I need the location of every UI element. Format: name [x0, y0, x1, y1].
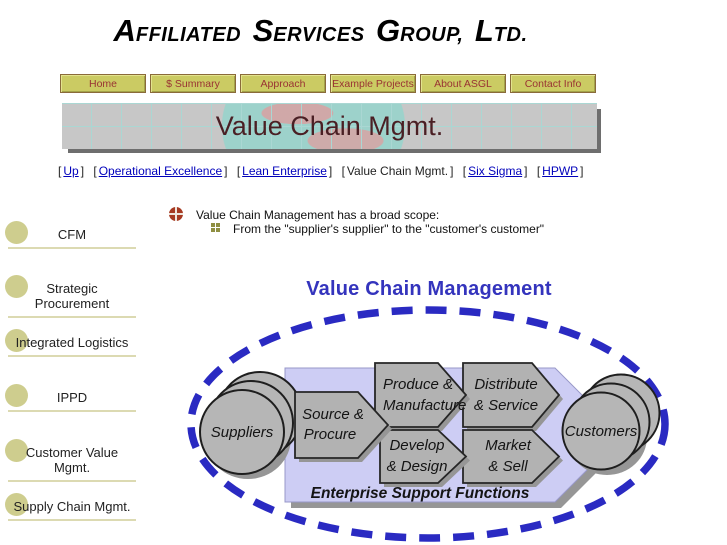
bullet-circle-icon: [5, 221, 28, 244]
bracket: ]: [328, 164, 333, 178]
breadcrumb-link-lean-enterprise[interactable]: Lean Enterprise: [242, 164, 327, 178]
sidebar-item-label: CFM: [57, 227, 87, 242]
breadcrumb-item: [Up]: [56, 164, 86, 178]
arrow-distribute-service: [462, 362, 563, 431]
sidebar-item-label: Customer Value Mgmt.: [25, 445, 119, 475]
sidebar-item-cfm[interactable]: CFM: [5, 221, 136, 249]
bracket: ]: [524, 164, 528, 178]
bracket: [: [462, 164, 467, 178]
bracket: [: [236, 164, 241, 178]
bracket: ]: [224, 164, 228, 178]
bracket: ]: [580, 164, 584, 178]
sidebar-item-label: IPPD: [56, 390, 88, 405]
logo-cap: L: [474, 13, 494, 48]
arrow-market-sell: [462, 429, 563, 487]
diagram-title: Value Chain Management: [306, 278, 552, 300]
breadcrumb-item: [Six Sigma]: [461, 164, 530, 178]
sidebar-item-integrated-logistics[interactable]: Integrated Logistics: [5, 329, 136, 357]
arrow-develop-design: [379, 429, 470, 487]
bullet-circle-icon: [5, 329, 28, 352]
sidebar-item-label: Integrated Logistics: [15, 335, 129, 350]
source-procure-label-2: Procure: [304, 426, 357, 443]
bracket: [: [93, 164, 97, 178]
breadcrumb-link-six-sigma[interactable]: Six Sigma: [468, 164, 523, 178]
market-sell-label-1: Market: [485, 437, 532, 454]
intro-text: Value Chain Management has a broad scope…: [196, 208, 440, 222]
produce-manufacture-label-1: Produce &: [383, 376, 453, 393]
logo-rest: TD.: [493, 24, 528, 46]
sidebar-item-label: Supply Chain Mgmt.: [13, 499, 131, 514]
breadcrumb-link-up[interactable]: Up: [63, 164, 79, 178]
breadcrumb-item: [HPWP]: [535, 164, 586, 178]
bracket: ]: [450, 164, 454, 178]
logo-rest: ROUP,: [400, 24, 464, 46]
breadcrumb-item: [Lean Enterprise]: [235, 164, 334, 178]
nav-button-about-asgl[interactable]: About ASGL: [420, 74, 506, 93]
logo-cap: G: [376, 13, 401, 48]
breadcrumb-current-page: Value Chain Mgmt.: [346, 164, 449, 178]
scope-dashed-ellipse: [187, 306, 669, 542]
nav-button-summary[interactable]: $ Summary: [150, 74, 236, 93]
develop-design-label-1: Develop: [389, 437, 444, 454]
bracket: [: [58, 164, 62, 178]
page-banner: Value Chain Mgmt.: [62, 103, 597, 149]
logo-word: LTD.: [475, 13, 528, 48]
page-title: Value Chain Mgmt.: [215, 111, 444, 141]
logo-word: AFFILIATED: [113, 13, 241, 48]
bullet-circle-icon: [5, 493, 28, 516]
distribute-service-label-2: & Service: [474, 397, 538, 414]
distribute-service-label-1: Distribute: [474, 376, 537, 393]
nav-button-home[interactable]: Home: [60, 74, 146, 93]
logo-word: SERVICES: [253, 13, 365, 48]
logo-rest: FFILIATED: [135, 24, 242, 46]
produce-manufacture-label-2: Manufacture: [383, 397, 466, 414]
market-sell-label-2: & Sell: [488, 458, 528, 475]
suppliers-label: Suppliers: [211, 424, 274, 441]
arrow-source-procure: [294, 391, 392, 462]
bullet-circle-icon: [5, 439, 28, 462]
sidebar-item-customer-value-mgmt[interactable]: Customer Value Mgmt.: [5, 439, 136, 482]
logo-word: GROUP,: [376, 13, 463, 48]
top-navigation: Home $ Summary Approach Example Projects…: [60, 74, 596, 93]
breadcrumb-link-operational-excellence[interactable]: Operational Excellence: [98, 164, 223, 178]
sidebar-item-strategic-procurement[interactable]: Strategic Procurement: [5, 275, 136, 318]
logo-cap: S: [252, 13, 274, 48]
sidebar-item-supply-chain-mgmt[interactable]: Supply Chain Mgmt.: [5, 493, 136, 521]
sub-bullet-text: From the "supplier's supplier" to the "c…: [233, 222, 545, 236]
nav-button-contact-info[interactable]: Contact Info: [510, 74, 596, 93]
customers-label: Customers: [565, 423, 638, 440]
source-procure-label-1: Source &: [302, 406, 364, 423]
bullet-circle-icon: [5, 384, 28, 407]
customers-cylinder: [561, 373, 661, 475]
nav-button-example-projects[interactable]: Example Projects: [330, 74, 416, 93]
bracket: [: [341, 164, 345, 178]
value-chain-diagram: Suppliers Customers Source & Procure Pro…: [187, 306, 669, 542]
breadcrumb-item: [Operational Excellence]: [91, 164, 229, 178]
sidebar-item-ippd[interactable]: IPPD: [5, 384, 136, 412]
company-logo: AFFILIATED SERVICES GROUP, LTD.: [0, 13, 648, 49]
arrow-produce-manufacture: [374, 362, 470, 431]
bracket: [: [536, 164, 541, 178]
bracket: ]: [80, 164, 85, 178]
logo-cap: A: [113, 13, 136, 48]
breadcrumb: [Up] [Operational Excellence] [Lean Ente…: [56, 164, 588, 178]
grid-bullet-icon: [211, 223, 215, 227]
suppliers-cylinder: [199, 371, 303, 479]
logo-rest: ERVICES: [273, 24, 365, 46]
enterprise-support-functions-label: Enterprise Support Functions: [311, 485, 530, 502]
bullet-circle-icon: [5, 275, 28, 298]
sidebar-item-label: Strategic Procurement: [34, 281, 110, 311]
globe-bullet-icon: [169, 207, 183, 221]
nav-button-approach[interactable]: Approach: [240, 74, 326, 93]
breadcrumb-item-current: [Value Chain Mgmt.]: [340, 164, 456, 178]
develop-design-label-2: & Design: [387, 458, 448, 475]
breadcrumb-link-hpwp[interactable]: HPWP: [542, 164, 579, 178]
